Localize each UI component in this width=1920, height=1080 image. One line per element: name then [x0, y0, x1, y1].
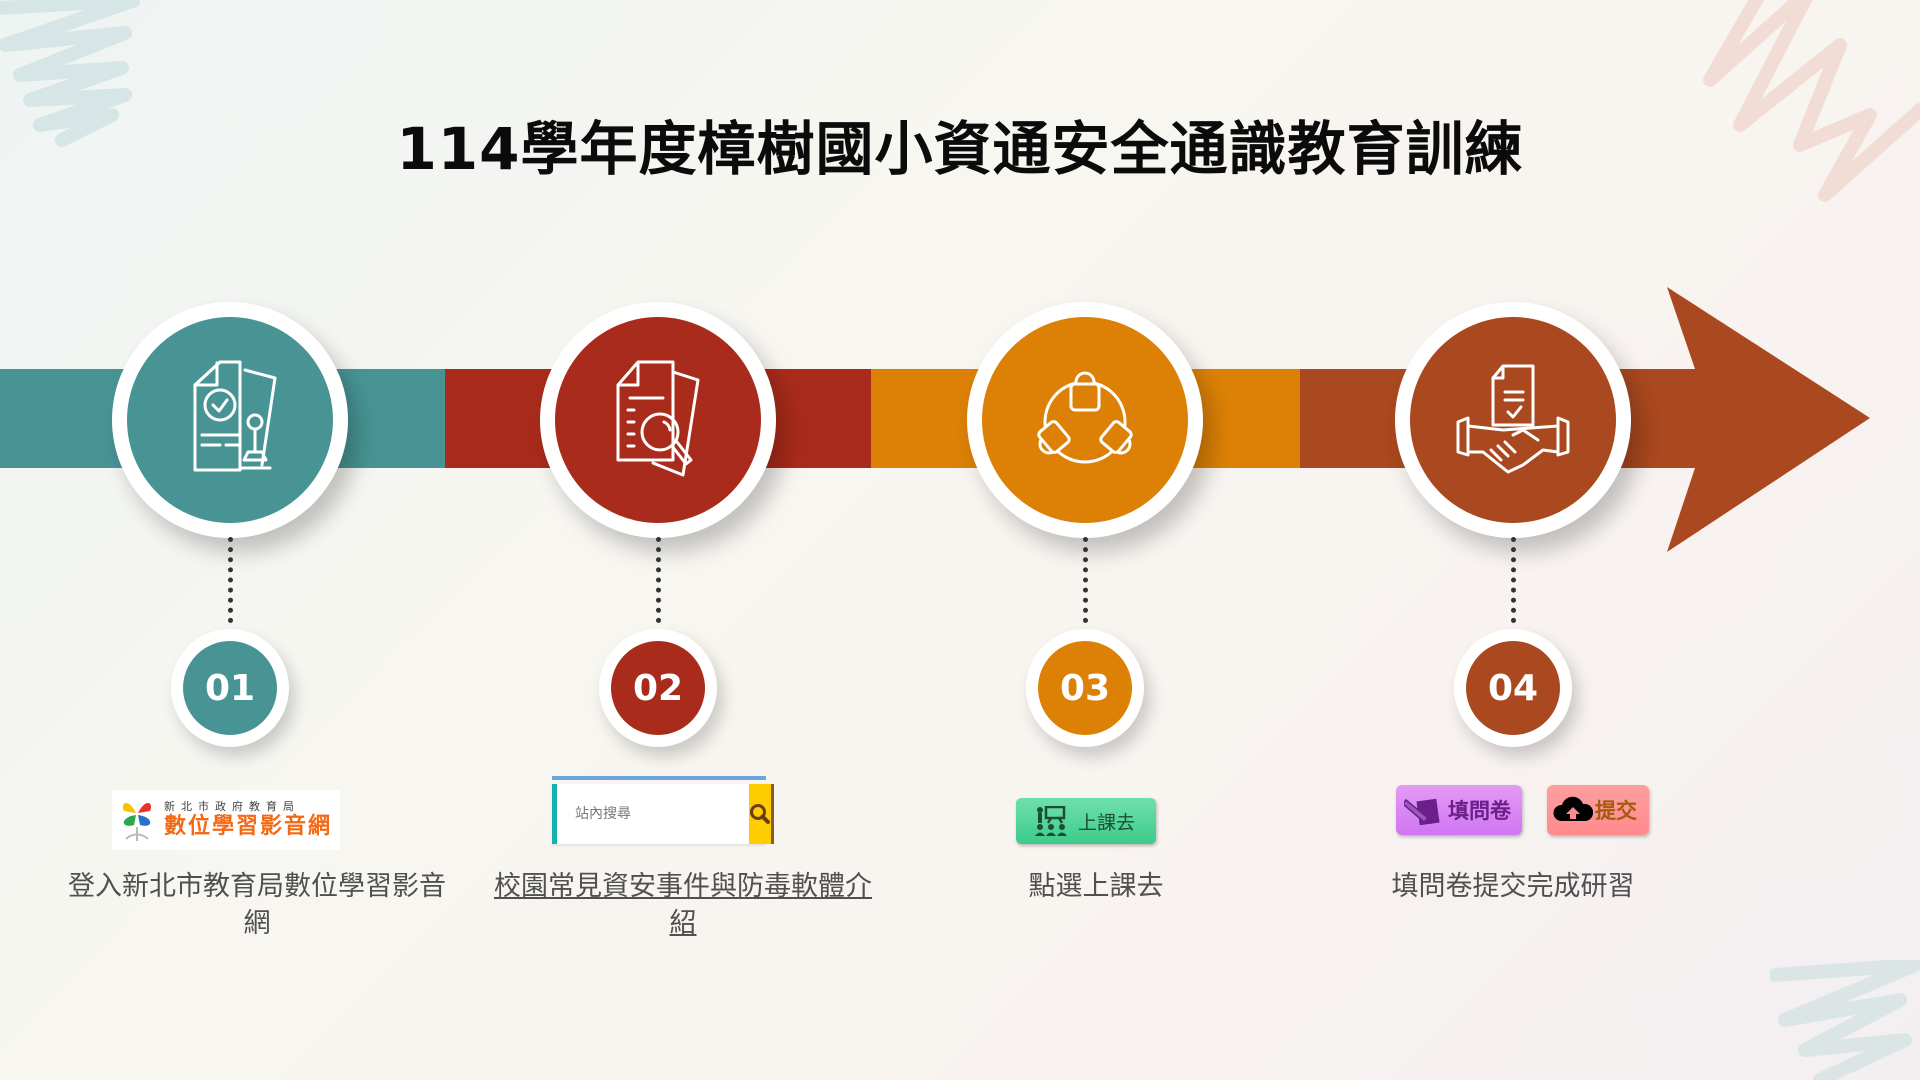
step-1-number-badge: 01 [171, 629, 289, 747]
team-meeting-icon [1037, 371, 1133, 464]
step-1-icon-circle [112, 302, 348, 538]
step-1-label: 登入新北市教育局數位學習影音網 [68, 871, 446, 939]
step-3-connector [1083, 537, 1088, 623]
page-title: 114學年度樟樹國小資通安全通識教育訓練 [396, 115, 1524, 183]
step-4-number-badge: 04 [1454, 629, 1572, 747]
document-search-icon [616, 360, 700, 477]
step-1-number: 01 [183, 641, 277, 735]
go-to-class-button[interactable]: 上課去 [1016, 798, 1156, 844]
decorative-squiggle-bottom-right [1770, 960, 1920, 1080]
step-3-icon-circle [967, 302, 1203, 538]
step-4-label: 填問卷提交完成研習 [1391, 871, 1635, 902]
step-2-number-badge: 02 [599, 629, 717, 747]
step-3-label: 點選上課去 [1028, 871, 1164, 902]
classroom-icon [1035, 806, 1067, 836]
step-2-icon-circle [540, 302, 776, 538]
logo-subtitle: 新北市政府教育局 [164, 800, 300, 813]
step-3-number-badge: 03 [1026, 629, 1144, 747]
search-top-bar [552, 776, 766, 780]
fill-survey-button[interactable]: 填問卷 [1396, 785, 1522, 835]
step-2-connector [656, 537, 661, 623]
logo-name: 數位學習影音網 [164, 814, 333, 839]
search-box [552, 784, 774, 844]
site-search-widget [552, 776, 774, 846]
search-icon [750, 804, 770, 824]
document-stamp-icon [193, 360, 277, 472]
site-search-input[interactable] [557, 784, 749, 844]
submit-button[interactable]: 提交 [1547, 785, 1649, 835]
search-button[interactable] [749, 784, 774, 844]
fill-survey-label: 填問卷 [1448, 799, 1511, 823]
step-3-number: 03 [1038, 641, 1132, 735]
step-4-connector [1511, 537, 1516, 623]
step-4-number: 04 [1466, 641, 1560, 735]
cloud-upload-icon [1553, 796, 1593, 821]
pencil-note-icon [1404, 798, 1440, 826]
submit-label: 提交 [1595, 799, 1637, 823]
handshake-contract-icon [1456, 364, 1570, 474]
step-4-icon-circle [1395, 302, 1631, 538]
step-2-label-link[interactable]: 校園常見資安事件與防毒軟體介紹 [494, 871, 872, 939]
step-2-number: 02 [611, 641, 705, 735]
flower-logo-icon [122, 802, 152, 841]
step-1-connector [228, 537, 233, 623]
digital-learning-logo-link[interactable]: 新北市政府教育局 數位學習影音網 [112, 790, 340, 850]
go-to-class-label: 上課去 [1078, 811, 1136, 834]
